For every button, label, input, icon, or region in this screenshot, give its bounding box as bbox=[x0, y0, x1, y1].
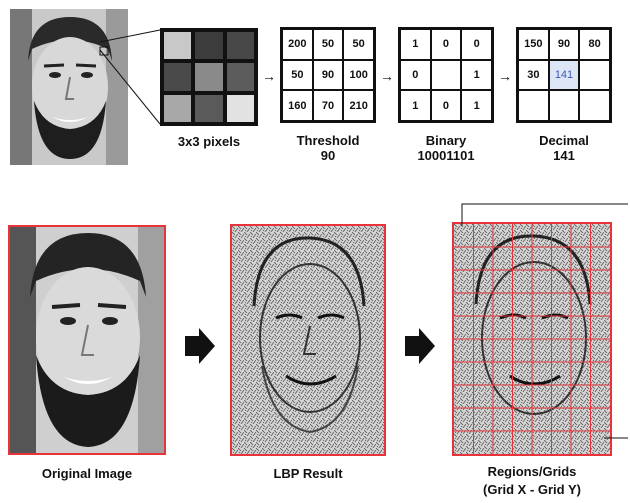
threshold-value: 90 bbox=[320, 148, 336, 163]
binary-title: Binary bbox=[425, 133, 467, 148]
lbp-texture bbox=[232, 226, 384, 454]
binary-cell: 1 bbox=[400, 90, 431, 121]
pixel-cell bbox=[162, 61, 194, 93]
binary-cell: 0 bbox=[430, 90, 462, 121]
pixel-cell bbox=[162, 30, 194, 62]
threshold-cell: 50 bbox=[282, 59, 313, 91]
decimal-cell bbox=[579, 90, 610, 121]
arrow-right-icon: → bbox=[380, 68, 394, 84]
face-illustration bbox=[10, 227, 164, 453]
regions-grid-frame bbox=[452, 222, 612, 456]
pixel-cell bbox=[193, 61, 225, 93]
binary-cell: 0 bbox=[461, 29, 492, 60]
decimal-center-cell: 141 bbox=[548, 59, 580, 91]
lbp-result-frame bbox=[230, 224, 386, 456]
arrow-right-icon bbox=[405, 328, 435, 364]
pixel-grid bbox=[160, 28, 258, 126]
binary-cell: 1 bbox=[400, 29, 431, 60]
pixel-cell bbox=[162, 92, 194, 124]
pixel-cell bbox=[193, 30, 225, 62]
decimal-cell: 80 bbox=[579, 29, 610, 60]
regions-sublabel: (Grid X - Grid Y) bbox=[483, 482, 581, 497]
threshold-title: Threshold bbox=[296, 133, 360, 148]
decimal-cell: 30 bbox=[518, 59, 549, 91]
pixel-cell bbox=[193, 92, 225, 124]
binary-cell: 0 bbox=[400, 59, 431, 91]
decimal-cell: 90 bbox=[548, 29, 580, 60]
threshold-cell: 50 bbox=[312, 29, 344, 60]
threshold-cell: 50 bbox=[343, 29, 374, 60]
threshold-cell: 90 bbox=[312, 59, 344, 91]
threshold-cell: 100 bbox=[343, 59, 374, 91]
decimal-grid: 150 90 80 30 141 bbox=[516, 27, 612, 123]
binary-cell: 1 bbox=[461, 90, 492, 121]
pixel-cell bbox=[224, 61, 256, 93]
original-image-label: Original Image bbox=[41, 466, 133, 481]
arrow-right-icon: → bbox=[262, 68, 276, 84]
threshold-grid: 200 50 50 50 90 100 160 70 210 bbox=[280, 27, 376, 123]
binary-value: 10001101 bbox=[417, 148, 475, 163]
original-image-frame bbox=[8, 225, 166, 455]
binary-cell: 1 bbox=[461, 59, 492, 91]
lbp-result-label: LBP Result bbox=[273, 466, 343, 481]
pixel-cell bbox=[224, 92, 256, 124]
face-photo-small bbox=[10, 9, 128, 165]
lbp-grid-overlay bbox=[454, 224, 610, 454]
decimal-value: 141 bbox=[553, 148, 575, 163]
binary-cell bbox=[430, 59, 462, 91]
threshold-cell: 160 bbox=[282, 90, 313, 121]
decimal-cell bbox=[518, 90, 549, 121]
decimal-cell: 150 bbox=[518, 29, 549, 60]
binary-grid: 1 0 0 0 1 1 0 1 bbox=[398, 27, 494, 123]
pixels-label: 3x3 pixels bbox=[177, 134, 241, 149]
pixel-cell bbox=[224, 30, 256, 62]
decimal-title: Decimal bbox=[539, 133, 589, 148]
regions-label: Regions/Grids bbox=[487, 464, 577, 479]
threshold-cell: 200 bbox=[282, 29, 313, 60]
binary-cell: 0 bbox=[430, 29, 462, 60]
threshold-cell: 210 bbox=[343, 90, 374, 121]
arrow-right-icon: → bbox=[498, 68, 512, 84]
decimal-cell bbox=[579, 59, 610, 91]
arrow-right-icon bbox=[185, 328, 215, 364]
threshold-cell: 70 bbox=[312, 90, 344, 121]
face-illustration bbox=[10, 9, 128, 165]
decimal-cell bbox=[548, 90, 580, 121]
